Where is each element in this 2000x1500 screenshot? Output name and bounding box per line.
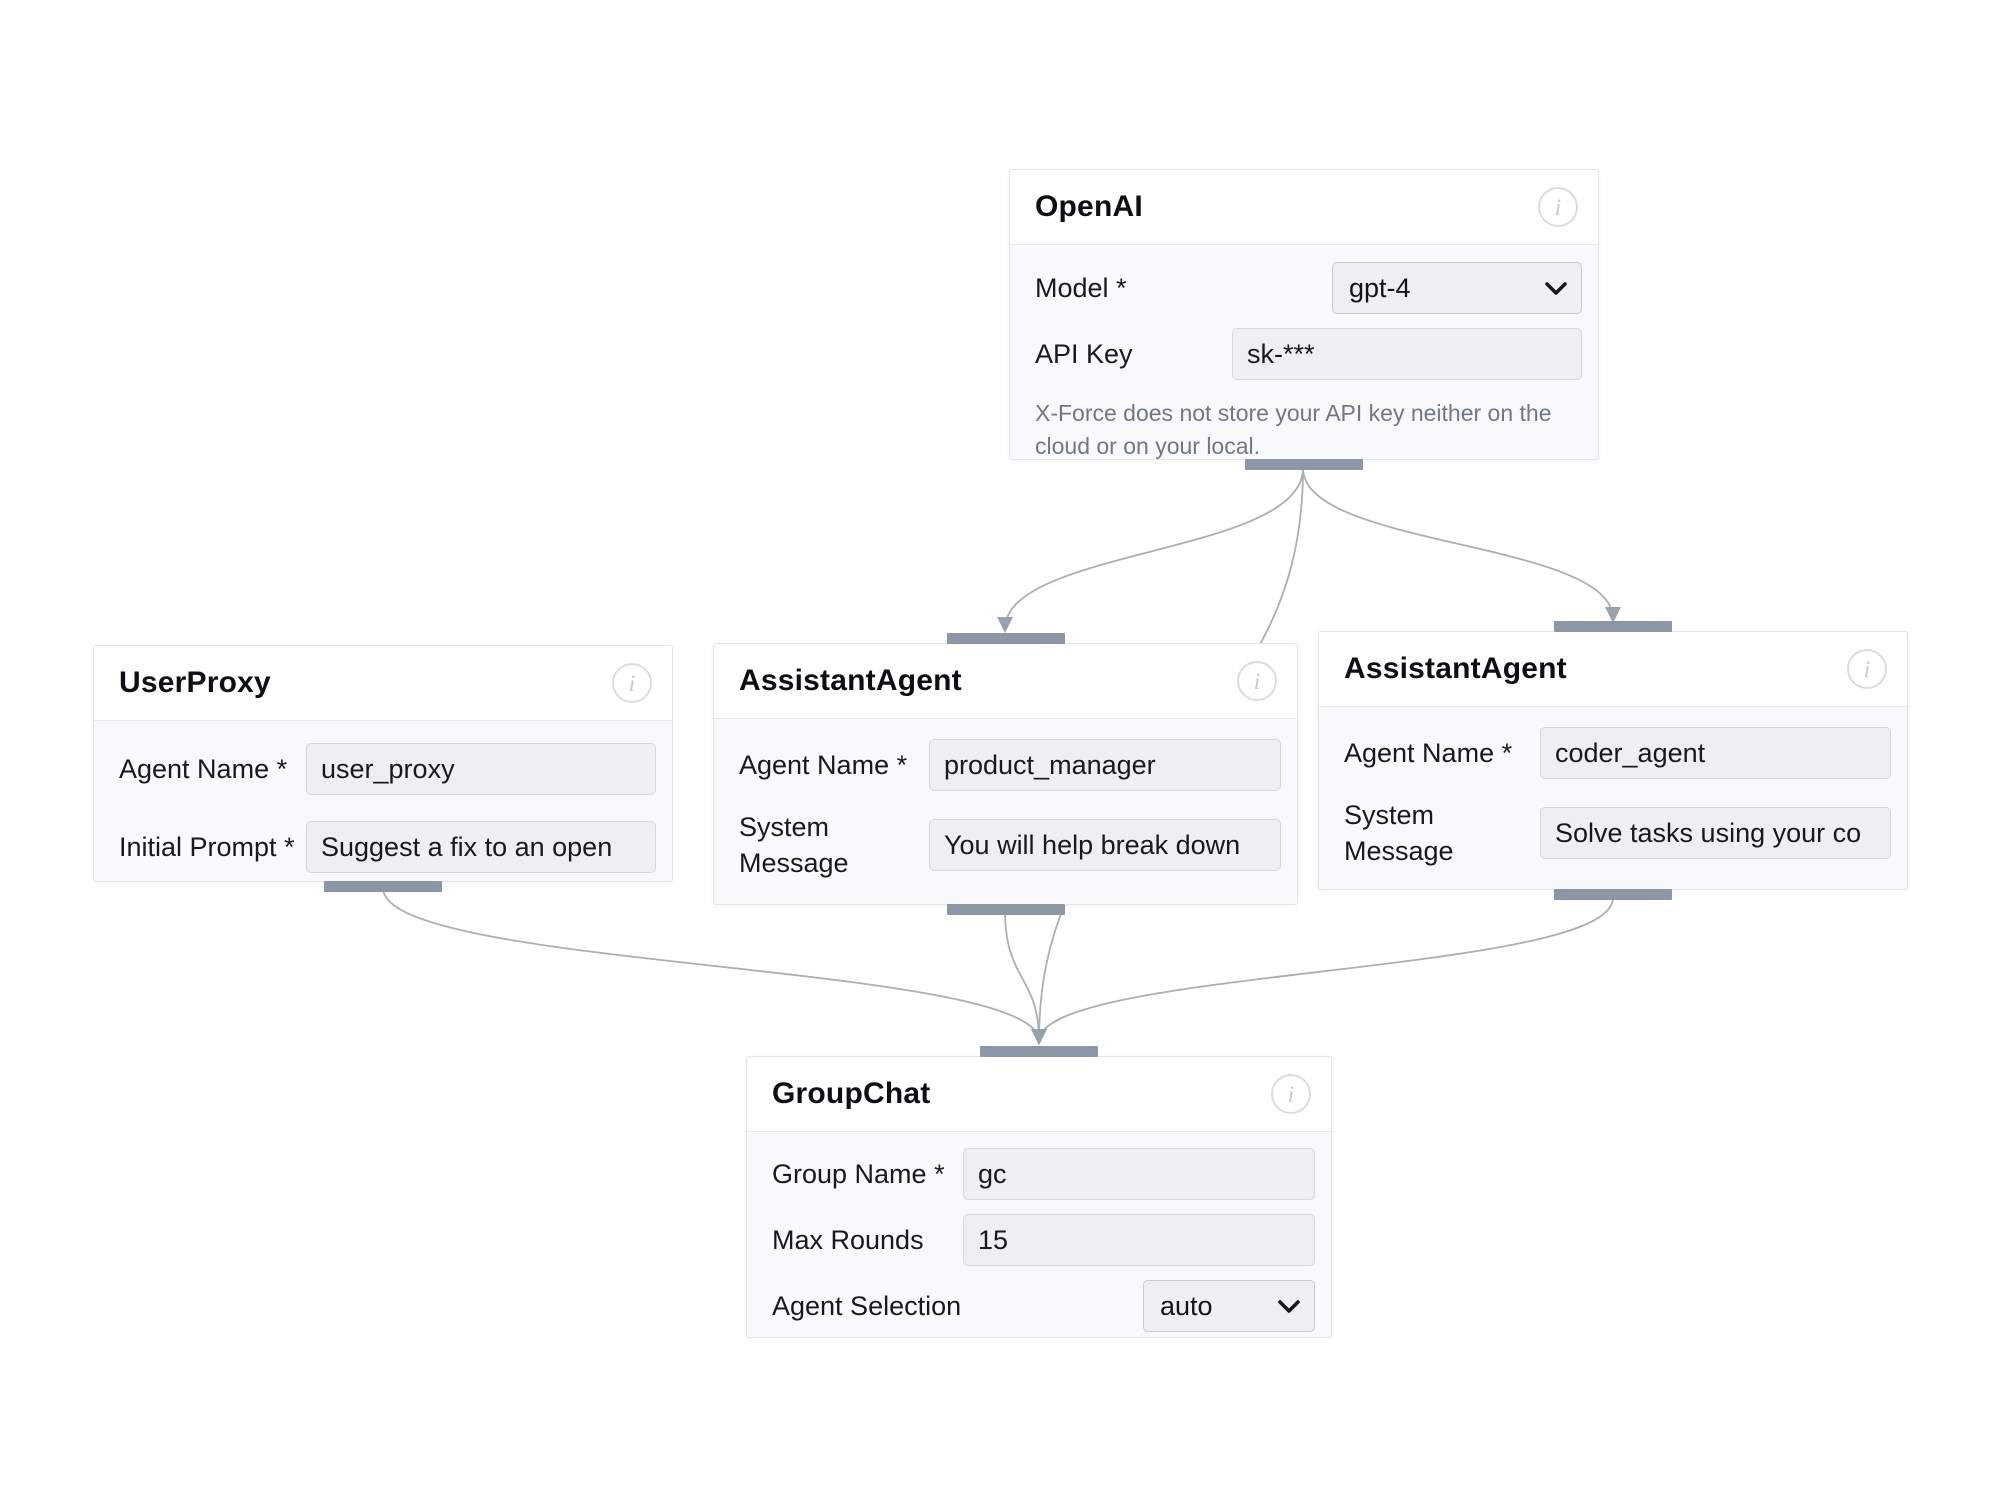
agent-name-label: Agent Name * [1344, 737, 1513, 768]
group-name-label: Group Name * [772, 1158, 945, 1189]
system-message-label: System Message [739, 812, 849, 879]
info-icon[interactable]: i [1538, 187, 1578, 227]
node-openai-title: OpenAI [1035, 190, 1143, 223]
agent-name-input[interactable] [1540, 727, 1891, 779]
openai-source-handle[interactable] [1245, 459, 1363, 470]
agent-name-input[interactable] [306, 743, 656, 795]
product-manager-target-handle[interactable] [946, 633, 1065, 644]
chevron-down-icon [1278, 1299, 1300, 1313]
node-userproxy-header: UserProxy i [94, 646, 672, 721]
node-groupchat[interactable]: GroupChat i Group Name * Max Rounds Agen… [746, 1046, 1332, 1338]
userproxy-source-handle[interactable] [324, 881, 442, 892]
info-icon[interactable]: i [1847, 649, 1887, 689]
node-assistant-pm-title: AssistantAgent [739, 664, 962, 697]
edge-openai-product-manager[interactable] [996, 467, 1304, 634]
node-assistant-coder-body: Agent Name * System Message [1319, 707, 1907, 870]
field-row-group-name: Group Name * [772, 1148, 1315, 1200]
node-assistant-coder-header: AssistantAgent i [1319, 632, 1907, 707]
agent-selection-select[interactable]: auto [1143, 1280, 1315, 1332]
group-name-input[interactable] [963, 1148, 1315, 1200]
node-assistant-pm-body: Agent Name * System Message [714, 719, 1297, 882]
field-row-agent-name: Agent Name * [1344, 727, 1891, 779]
agent-selection-value: auto [1160, 1290, 1213, 1321]
system-message-input[interactable] [929, 819, 1281, 872]
coder-target-handle[interactable] [1554, 621, 1672, 632]
node-userproxy[interactable]: UserProxy i Agent Name * Initial Prompt … [93, 645, 673, 892]
info-icon[interactable]: i [1237, 661, 1277, 701]
edge-product-manager-groupchat[interactable] [1004, 909, 1048, 1046]
node-assistant-coder[interactable]: AssistantAgent i Agent Name * System Mes… [1318, 621, 1908, 900]
field-row-max-rounds: Max Rounds [772, 1214, 1315, 1266]
edge-userproxy-groupchat[interactable] [382, 887, 1047, 1046]
field-row-model: Model * gpt-4 [1035, 262, 1582, 314]
max-rounds-input[interactable] [963, 1214, 1315, 1266]
node-openai-header: OpenAI i [1010, 170, 1598, 245]
edge-openai-coder[interactable] [1302, 467, 1622, 624]
api-key-input[interactable] [1232, 328, 1582, 380]
initial-prompt-input[interactable] [306, 821, 656, 873]
node-userproxy-body: Agent Name * Initial Prompt * [94, 721, 672, 873]
node-groupchat-title: GroupChat [772, 1077, 931, 1110]
max-rounds-label: Max Rounds [772, 1224, 924, 1255]
coder-source-handle[interactable] [1554, 889, 1672, 900]
node-assistant-pm-header: AssistantAgent i [714, 644, 1297, 719]
model-label: Model * [1035, 272, 1127, 303]
field-row-system-message: System Message [739, 809, 1281, 882]
node-assistant-product-manager[interactable]: AssistantAgent i Agent Name * System Mes… [713, 633, 1298, 915]
system-message-input[interactable] [1540, 807, 1891, 860]
product-manager-source-handle[interactable] [946, 904, 1065, 915]
edge-coder-groupchat[interactable] [1030, 897, 1614, 1046]
node-groupchat-header: GroupChat i [747, 1057, 1331, 1132]
field-row-system-message: System Message [1344, 797, 1891, 870]
node-groupchat-body: Group Name * Max Rounds Agent Selection … [747, 1132, 1331, 1332]
node-openai-body: Model * gpt-4 API Key X-Force does not s… [1010, 245, 1598, 464]
model-select[interactable]: gpt-4 [1332, 262, 1582, 314]
chevron-down-icon [1545, 281, 1567, 295]
field-row-agent-name: Agent Name * [739, 739, 1281, 791]
node-openai[interactable]: OpenAI i Model * gpt-4 API Key X-Force d… [1009, 169, 1599, 470]
node-assistant-coder-title: AssistantAgent [1344, 652, 1567, 685]
agent-name-label: Agent Name * [739, 749, 908, 780]
model-select-value: gpt-4 [1349, 272, 1411, 303]
info-icon[interactable]: i [612, 663, 652, 703]
agent-name-label: Agent Name * [119, 753, 288, 784]
field-row-agent-selection: Agent Selection auto [772, 1280, 1315, 1332]
info-icon[interactable]: i [1271, 1074, 1311, 1114]
agent-selection-label: Agent Selection [772, 1290, 962, 1321]
groupchat-target-handle[interactable] [980, 1046, 1098, 1057]
api-key-label: API Key [1035, 338, 1133, 369]
agent-name-input[interactable] [929, 739, 1281, 791]
system-message-label: System Message [1344, 800, 1454, 867]
field-row-initial-prompt: Initial Prompt * [119, 821, 656, 873]
api-key-helper-text: X-Force does not store your API key neit… [1035, 400, 1552, 460]
node-userproxy-title: UserProxy [119, 666, 271, 699]
field-row-agent-name: Agent Name * [119, 743, 656, 795]
initial-prompt-label: Initial Prompt * [119, 831, 295, 862]
field-row-api-key: API Key [1035, 328, 1582, 380]
